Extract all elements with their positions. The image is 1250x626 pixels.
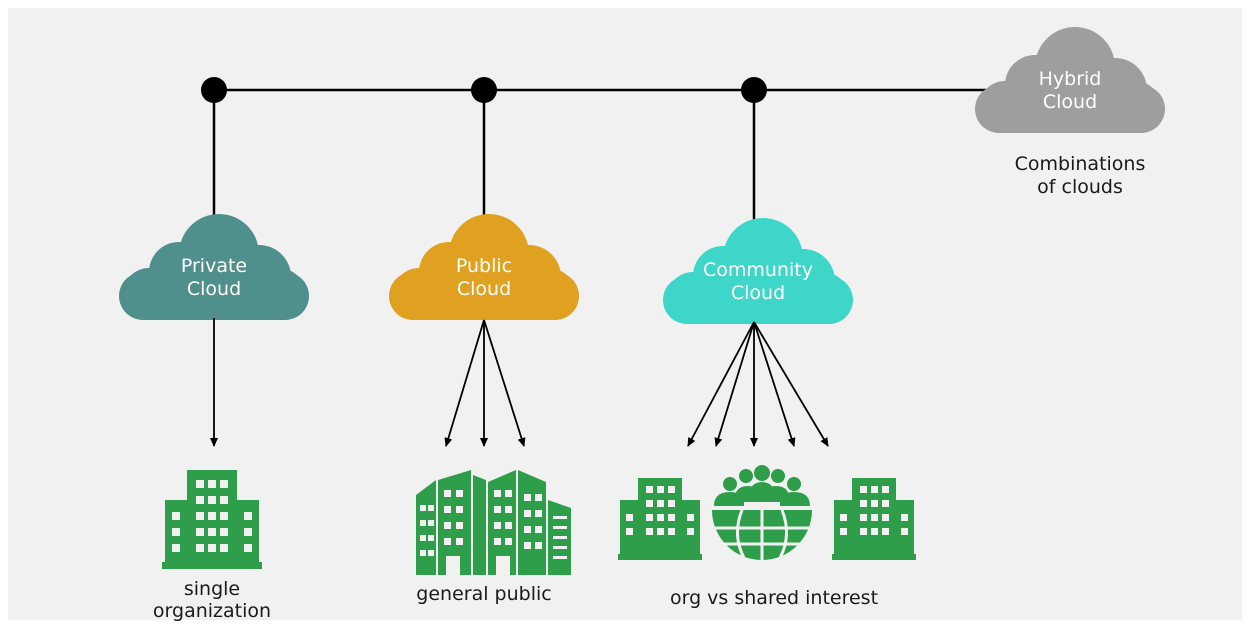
hybrid-cloud-label-line2: Cloud <box>1043 91 1097 113</box>
private-caption-line2: organization <box>153 600 271 622</box>
arrows-community <box>687 321 829 447</box>
hybrid-cloud: Hybrid Cloud <box>975 27 1165 133</box>
private-cloud-label-line1: Private <box>181 255 247 277</box>
public-cloud: Public Cloud <box>389 214 579 320</box>
buildings-group-icon <box>416 470 571 575</box>
private-cloud: Private Cloud <box>119 214 309 320</box>
hybrid-cloud-label-line1: Hybrid <box>1039 68 1102 90</box>
arrow-public-left <box>444 319 485 447</box>
private-caption-line1: single <box>184 578 240 600</box>
building-icon-left <box>618 478 702 560</box>
community-cloud-label-line2: Cloud <box>731 282 785 304</box>
public-cloud-label-line2: Cloud <box>457 278 511 300</box>
private-cloud-label-line2: Cloud <box>187 278 241 300</box>
community-cloud: Community Cloud <box>663 218 853 324</box>
arrow-community-5 <box>753 321 829 447</box>
hybrid-caption-line2: of clouds <box>1037 176 1123 198</box>
building-icon-right <box>832 478 916 560</box>
public-cloud-label-line1: Public <box>456 255 512 277</box>
arrow-community-4 <box>753 321 796 447</box>
public-caption: general public <box>416 583 551 605</box>
arrows-public <box>444 319 526 447</box>
community-caption: org vs shared interest <box>670 587 878 609</box>
community-cloud-label-line1: Community <box>703 259 813 281</box>
arrow-community-2 <box>714 321 755 447</box>
hybrid-caption-line1: Combinations <box>1015 153 1146 175</box>
globe-people-icon <box>712 465 812 560</box>
arrow-community-1 <box>687 321 755 447</box>
arrow-public-right <box>483 319 526 447</box>
building-icon <box>162 470 262 569</box>
